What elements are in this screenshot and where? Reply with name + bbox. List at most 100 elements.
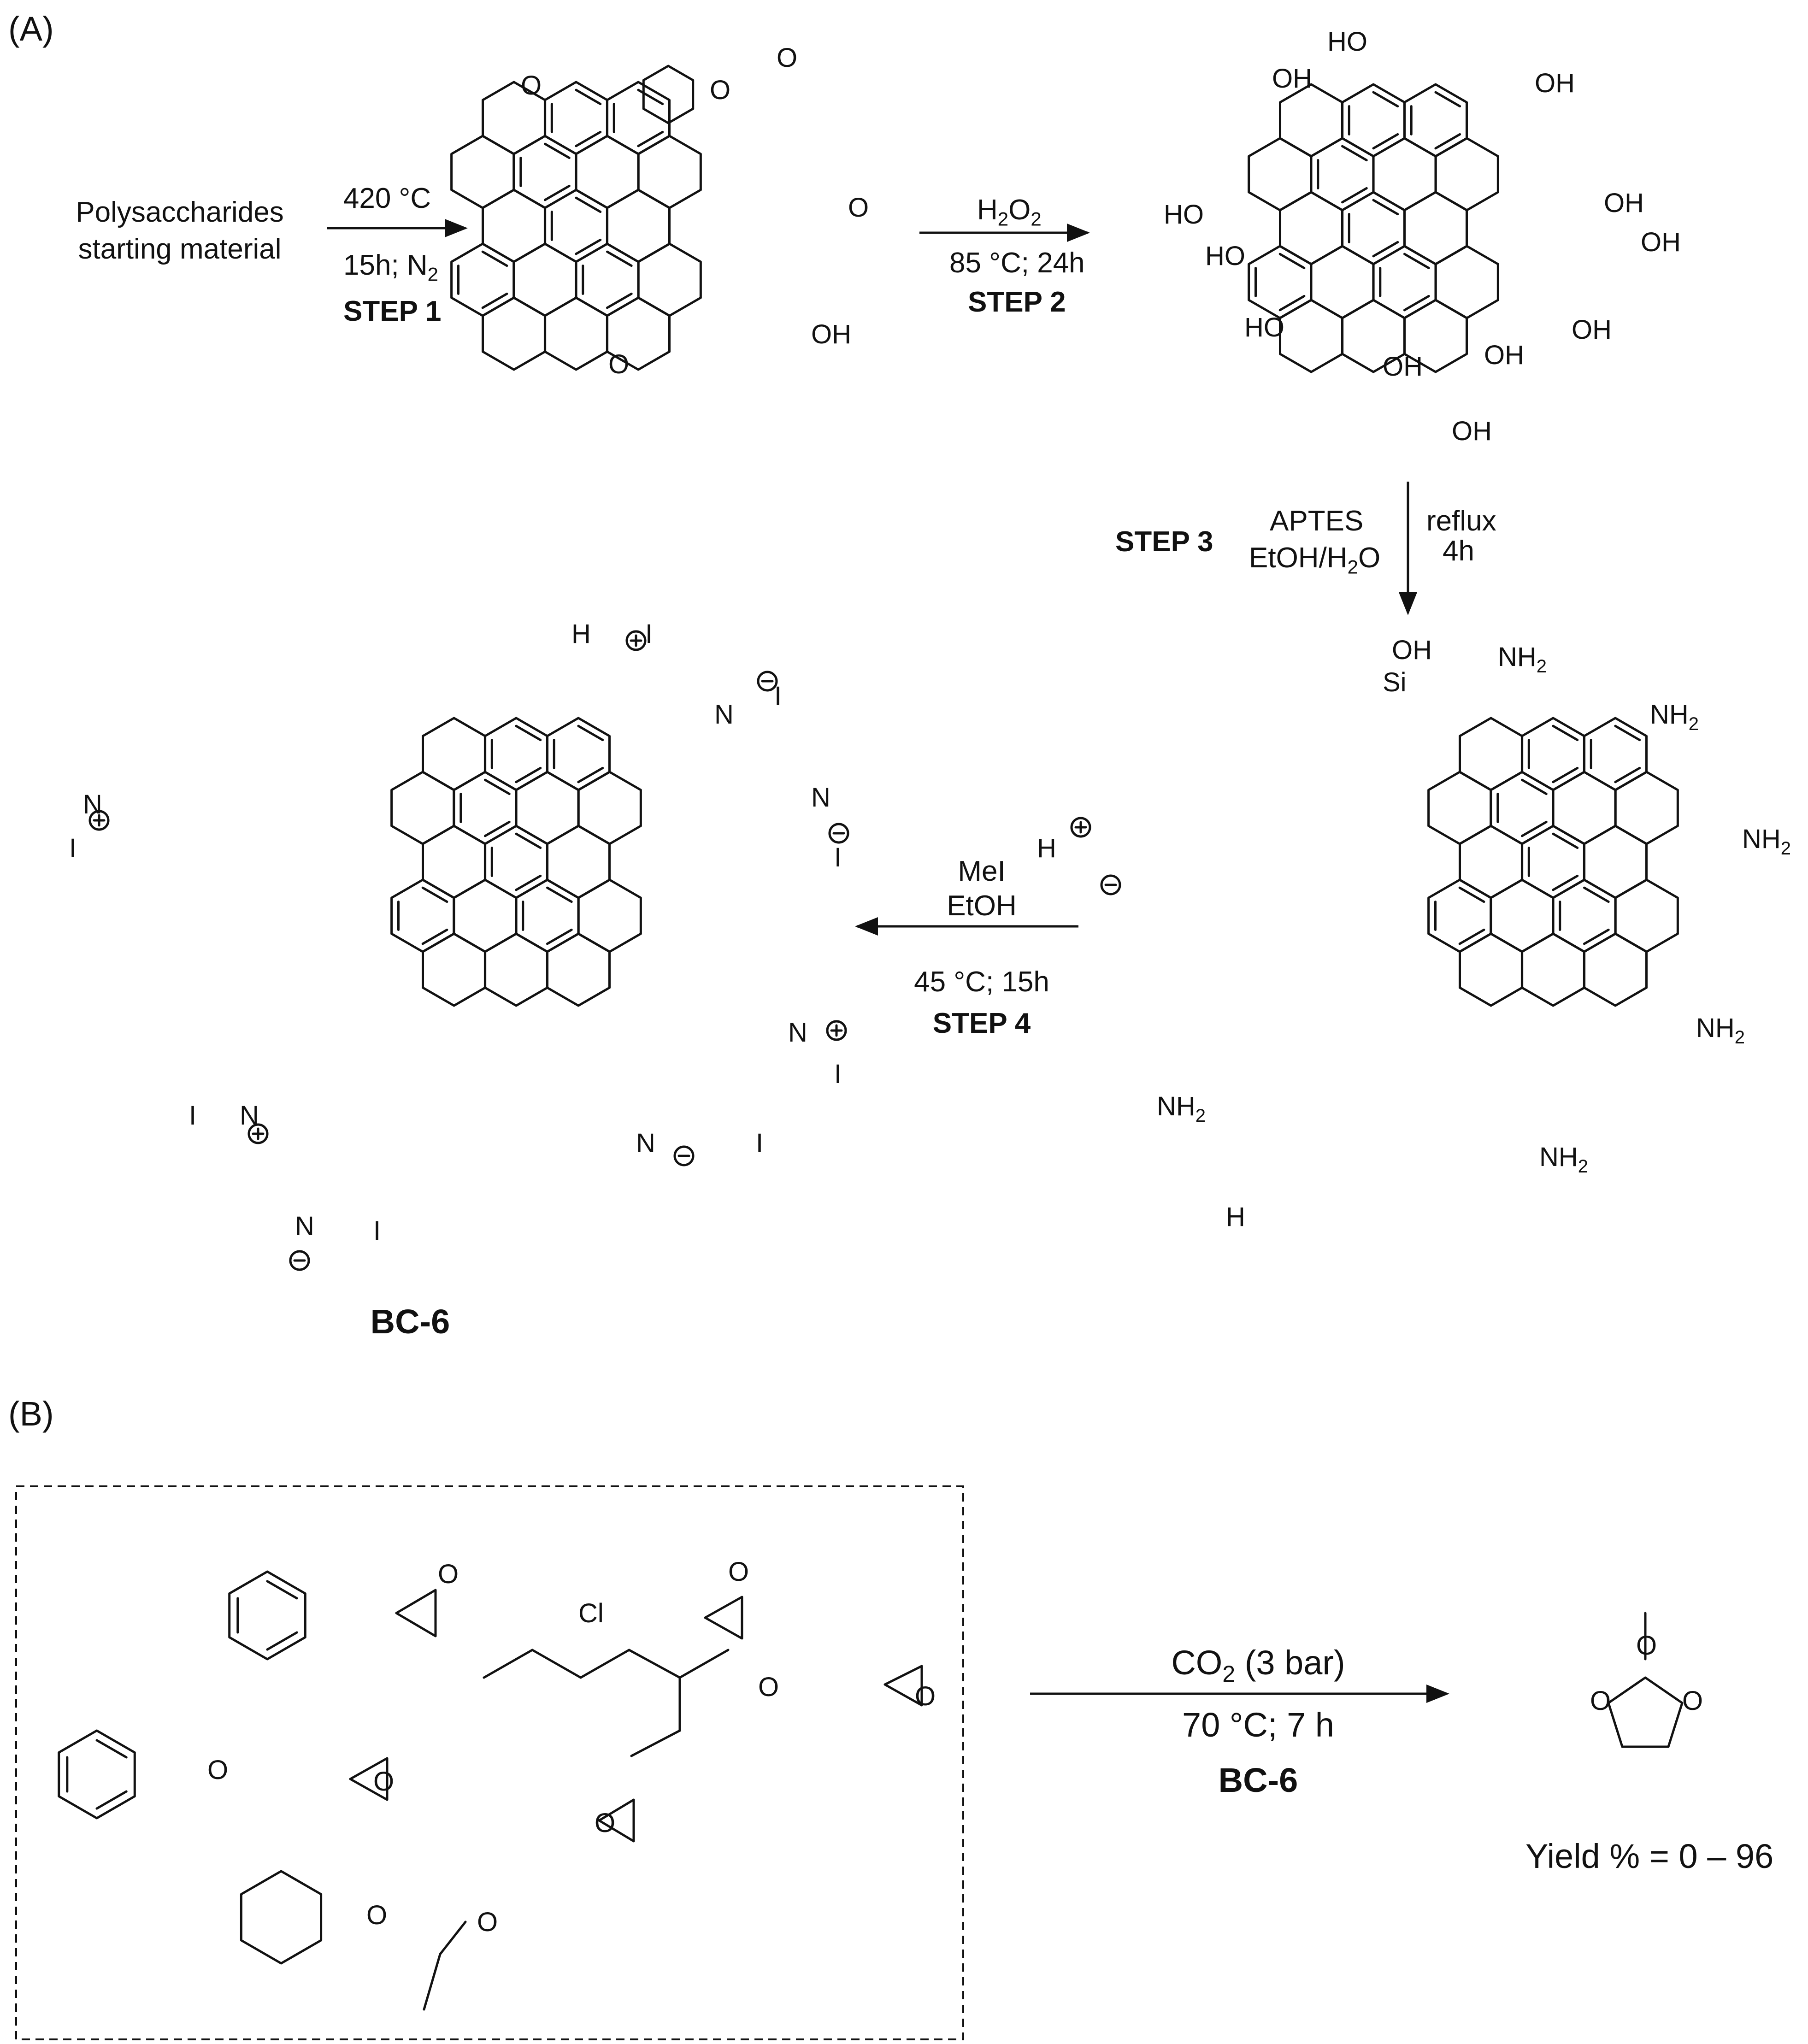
- aptes-core-ring-4: [1490, 878, 1555, 953]
- iodide-1: I: [774, 681, 782, 711]
- carbonized-core-ring-15: [606, 81, 671, 155]
- bc6-core-ring-1: [546, 825, 611, 899]
- aptes-core-ring-7: [1614, 878, 1679, 953]
- quaternary-nitrogen: N: [240, 1101, 259, 1131]
- carbonized-core-ring-5: [575, 135, 640, 209]
- double-bond: [575, 88, 602, 106]
- oxidized-group-2: OH: [1604, 188, 1644, 218]
- bc6-core-ring-14: [422, 932, 487, 1007]
- double-bond: [1372, 133, 1399, 150]
- double-bond: [95, 1739, 128, 1759]
- bc6-core-ring-7: [577, 878, 642, 953]
- double-bond: [575, 196, 602, 213]
- aptes-core-ring-0: [1520, 825, 1586, 899]
- carbonized-core-ring-4: [512, 242, 577, 317]
- oxidized-core-ring-12: [1341, 83, 1406, 158]
- styrene-oxide-benzene: [228, 1570, 306, 1661]
- step1-label: STEP 1: [343, 295, 442, 327]
- bc6-core-ring-13: [546, 932, 611, 1007]
- ion-charge-5: [673, 1145, 695, 1166]
- bc6-core-ring-10: [390, 771, 455, 845]
- quaternary-nitrogen: N: [714, 700, 734, 730]
- double-bond: [481, 292, 508, 309]
- benzyl-glycidyl-benzene: [58, 1729, 136, 1820]
- amine-group: NH2: [1742, 824, 1791, 859]
- aptes-core-ring-16: [1459, 717, 1524, 791]
- oxidized-core-ring-3: [1372, 245, 1437, 319]
- oxidized-core-ring-6: [1310, 137, 1375, 212]
- bc6-core-ring-12: [483, 717, 549, 791]
- aptes-core-ring-1: [1583, 825, 1648, 899]
- aptes-core-ring-8: [1614, 771, 1679, 845]
- substrate-box: [15, 1485, 964, 2040]
- bc6-core-ring-9: [390, 878, 455, 953]
- furan-oxygen: O: [710, 75, 730, 105]
- double-bond: [544, 142, 571, 159]
- double-bond: [515, 874, 542, 891]
- furan-ring-top: [642, 65, 695, 124]
- bc6-core-ring-3: [515, 878, 580, 953]
- double-bond: [546, 886, 573, 903]
- double-bond: [637, 130, 664, 147]
- bond: [423, 1953, 442, 2011]
- double-bond: [575, 238, 602, 255]
- step3-reagent1: APTES: [1270, 505, 1364, 537]
- iodide-4: I: [834, 1059, 842, 1089]
- ammonium-group: H: [1037, 833, 1056, 863]
- oxidized-core-ring-14: [1279, 299, 1344, 373]
- double-bond: [1434, 133, 1461, 150]
- carbonized-core-ring-16: [482, 81, 547, 155]
- double-bond: [1552, 766, 1579, 783]
- double-bond: [1341, 145, 1368, 162]
- starting-material-line1: Polysaccharides: [76, 196, 284, 228]
- step3-label: STEP 3: [1115, 526, 1213, 558]
- reaction-b-reagent: CO2 (3 bar): [1171, 1643, 1345, 1687]
- ammonium-group: H: [571, 619, 591, 649]
- oxidized-core-ring-15: [1403, 83, 1468, 158]
- bond: [579, 1649, 630, 1679]
- ion-charge-2: [88, 810, 110, 831]
- double-bond: [1372, 91, 1399, 108]
- oxidized-group-8: OH: [1484, 340, 1524, 370]
- bond: [483, 1649, 534, 1679]
- bc6-core-ring-2: [422, 825, 487, 899]
- bc6-core-ring-5: [515, 771, 580, 845]
- double-bond: [266, 1580, 298, 1600]
- double-bond: [1552, 874, 1579, 891]
- iodide-6: I: [189, 1101, 196, 1131]
- step4-conditions: 45 °C; 15h: [914, 966, 1049, 998]
- double-bond: [1458, 928, 1485, 945]
- double-bond: [1341, 187, 1368, 204]
- bc6-core-ring-4: [453, 878, 518, 953]
- epoxide-oxygen: O: [438, 1559, 459, 1589]
- reaction-b-catalyst: BC-6: [1218, 1761, 1298, 1799]
- amine-group: NH2: [1650, 700, 1699, 734]
- bond: [678, 1649, 730, 1679]
- carbonized-core-ring-0: [543, 188, 609, 263]
- epoxide-oxygen: O: [373, 1767, 394, 1797]
- step4-reagent1: MeI: [958, 855, 1006, 887]
- oxidized-group-5: HO: [1164, 200, 1204, 230]
- step1-conditions: 15h; N2: [343, 249, 439, 285]
- hydroxyl-group: OH: [811, 319, 851, 349]
- double-bond: [1403, 295, 1430, 312]
- ether-oxygen: O: [207, 1755, 228, 1785]
- panel-label-a: (A): [8, 10, 54, 48]
- quaternary-nitrogen: N: [83, 789, 102, 819]
- aptes-core-ring-6: [1490, 771, 1555, 845]
- step3-condition2: 4h: [1443, 535, 1474, 567]
- oxidized-core-ring-4: [1310, 245, 1375, 319]
- oxidized-core-ring-9: [1248, 245, 1313, 319]
- yield-range: Yield % = 0 – 96: [1525, 1837, 1774, 1875]
- ion-charge-0: [625, 630, 647, 651]
- amine-group: H: [1226, 1202, 1245, 1232]
- ether-oxygen: O: [477, 1907, 498, 1937]
- double-bond: [95, 1790, 128, 1810]
- double-bond: [515, 766, 542, 783]
- carbonized-core-ring-6: [512, 135, 577, 209]
- starting-material-line2: starting material: [78, 233, 282, 265]
- double-bond: [577, 725, 604, 742]
- double-bond: [606, 292, 633, 309]
- aptes-core-ring-13: [1583, 932, 1648, 1007]
